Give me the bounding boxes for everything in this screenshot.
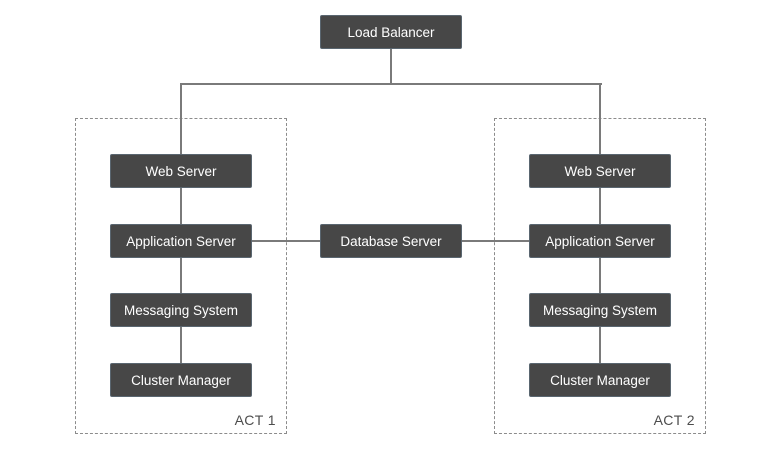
node-messaging-system-2-label: Messaging System bbox=[542, 302, 658, 318]
node-application-server-2: Application Server bbox=[529, 224, 671, 258]
connector-appserver1-database bbox=[252, 240, 320, 242]
connector-loadbalancer-down bbox=[390, 49, 392, 84]
node-web-server-1: Web Server bbox=[110, 154, 252, 188]
node-load-balancer: Load Balancer bbox=[320, 15, 462, 49]
connector-messaging2-cluster2 bbox=[599, 327, 601, 363]
node-application-server-1-label: Application Server bbox=[126, 233, 236, 249]
node-web-server-1-label: Web Server bbox=[145, 163, 217, 179]
connector-messaging1-cluster1 bbox=[180, 327, 182, 363]
connector-database-appserver2 bbox=[462, 240, 529, 242]
node-cluster-manager-1: Cluster Manager bbox=[110, 363, 252, 397]
node-application-server-2-label: Application Server bbox=[545, 233, 655, 249]
node-database-server-label: Database Server bbox=[340, 233, 442, 249]
node-load-balancer-label: Load Balancer bbox=[347, 24, 435, 40]
node-web-server-2-label: Web Server bbox=[564, 163, 636, 179]
node-messaging-system-1: Messaging System bbox=[110, 293, 252, 327]
connector-appserver1-messaging1 bbox=[180, 258, 182, 293]
connector-left-drop-to-webserver1 bbox=[180, 83, 182, 155]
node-cluster-manager-2-label: Cluster Manager bbox=[550, 372, 650, 388]
node-messaging-system-2: Messaging System bbox=[529, 293, 671, 327]
group-act2-label: ACT 2 bbox=[653, 412, 695, 428]
node-database-server: Database Server bbox=[320, 224, 462, 258]
connector-appserver2-messaging2 bbox=[599, 258, 601, 293]
connector-webserver2-appserver2 bbox=[599, 188, 601, 224]
connector-webserver1-appserver1 bbox=[180, 188, 182, 224]
node-cluster-manager-1-label: Cluster Manager bbox=[131, 372, 231, 388]
node-messaging-system-1-label: Messaging System bbox=[123, 302, 239, 318]
node-cluster-manager-2: Cluster Manager bbox=[529, 363, 671, 397]
node-application-server-1: Application Server bbox=[110, 224, 252, 258]
connector-right-drop-to-webserver2 bbox=[599, 83, 601, 155]
connector-top-horizontal bbox=[180, 83, 602, 85]
node-web-server-2: Web Server bbox=[529, 154, 671, 188]
group-act1-label: ACT 1 bbox=[234, 412, 276, 428]
